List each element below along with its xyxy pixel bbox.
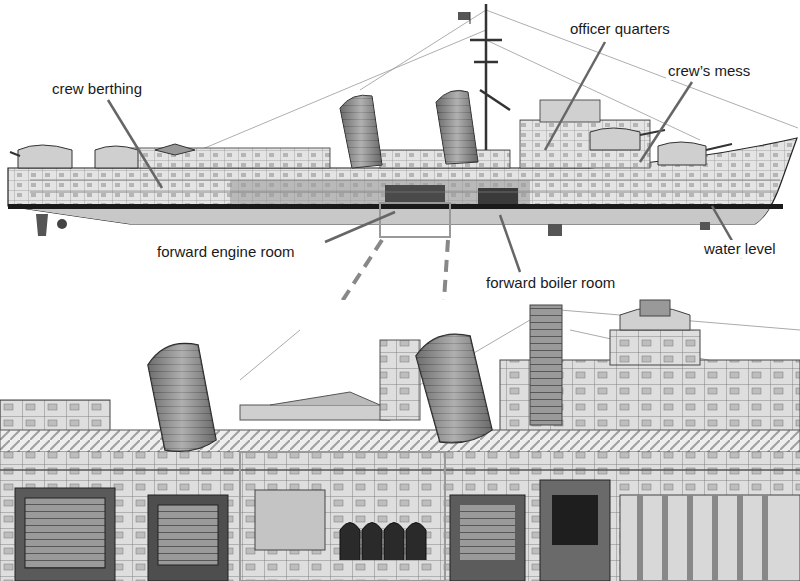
callout-label: officer quarters xyxy=(568,20,672,38)
callout-label: crew berthing xyxy=(50,80,144,98)
callout-label: forward engine room xyxy=(155,243,297,261)
callout-label: forward boiler room xyxy=(484,274,617,292)
callout-label: crew’s mess xyxy=(666,62,752,80)
callout-label: water level xyxy=(702,240,778,258)
